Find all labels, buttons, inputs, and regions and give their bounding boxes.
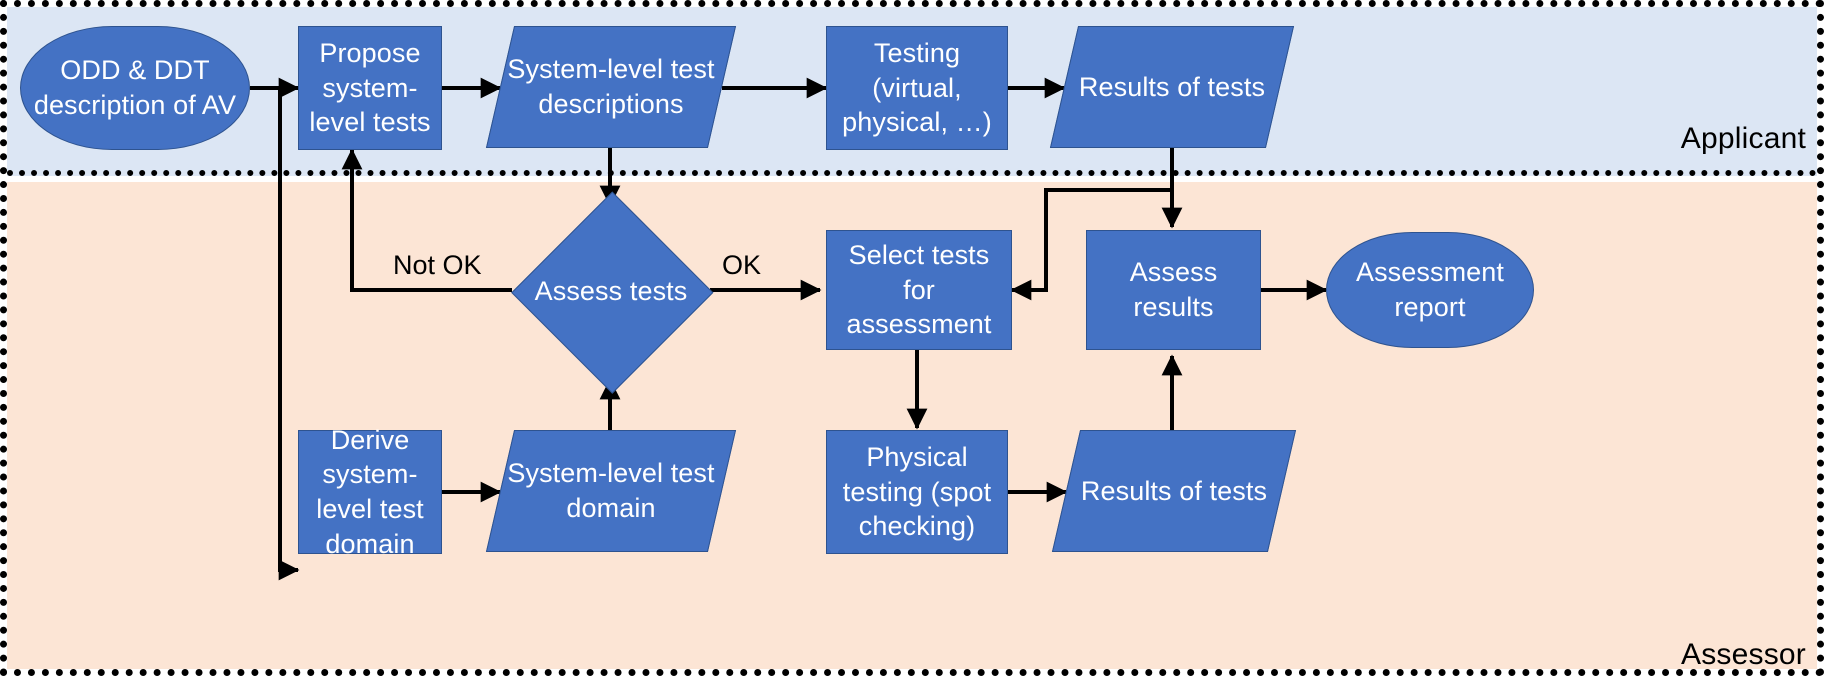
node-label: System-level test domain [507, 458, 715, 523]
node-system-level-test-descriptions[interactable]: System-level test descriptions [485, 26, 737, 148]
node-label: System-level test descriptions [507, 54, 715, 119]
node-label: Assess results [1129, 257, 1218, 322]
edge-label-ok: OK [722, 250, 762, 280]
node-system-level-test-domain[interactable]: System-level test domain [485, 430, 737, 552]
node-results-of-tests-assessor[interactable]: Results of tests [1051, 430, 1297, 552]
node-label: Testing (virtual, physical, …) [842, 38, 992, 138]
node-label: Assessment report [1355, 257, 1505, 322]
node-label: Select tests for assessment [846, 240, 992, 340]
node-derive-system-level-test-domain[interactable]: Derive system-level test domain [298, 425, 442, 559]
node-label: ODD & DDT description of AV [33, 55, 237, 120]
node-assess-tests[interactable]: Assess tests [511, 191, 713, 393]
node-physical-testing-spot-checking[interactable]: Physical testing (spot checking) [826, 430, 1008, 554]
node-label: Physical testing (spot checking) [842, 442, 992, 542]
node-results-of-tests-applicant[interactable]: Results of tests [1049, 26, 1295, 148]
node-odd-ddt-description[interactable]: ODD & DDT description of AV [20, 26, 250, 150]
node-label: Derive system-level test domain [316, 424, 424, 559]
swimlane-label-assessor: Assessor [1681, 638, 1806, 671]
node-select-tests-for-assessment[interactable]: Select tests for assessment [826, 230, 1012, 350]
node-label: Results of tests [1080, 475, 1268, 506]
node-label: Results of tests [1078, 71, 1266, 102]
node-propose-system-level-tests[interactable]: Propose system-level tests [298, 26, 442, 150]
node-testing[interactable]: Testing (virtual, physical, …) [826, 26, 1008, 150]
node-assessment-report[interactable]: Assessment report [1326, 232, 1534, 348]
node-label: Assess tests [534, 275, 688, 306]
node-assess-results[interactable]: Assess results [1086, 230, 1261, 350]
swimlane-label-applicant: Applicant [1680, 122, 1806, 155]
node-label: Propose system-level tests [309, 38, 431, 138]
edge-label-not-ok: Not OK [393, 250, 482, 280]
